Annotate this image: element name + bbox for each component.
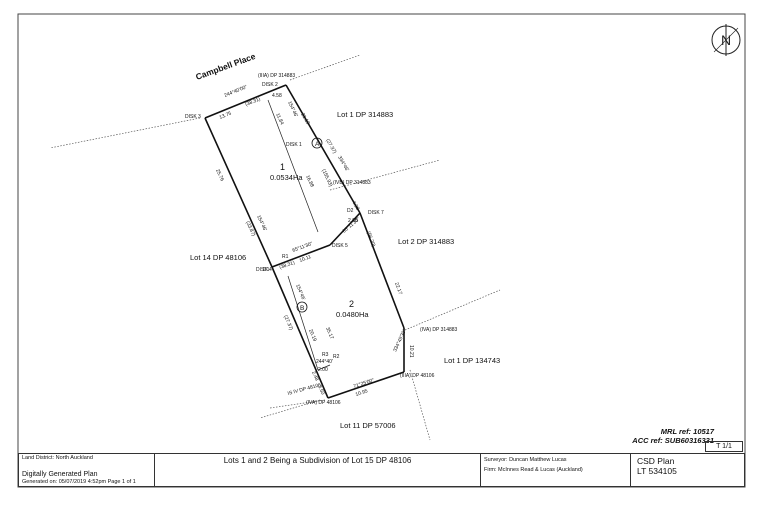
svg-text:R3: R3	[322, 352, 329, 358]
title-block: Land District: North Auckland Digitally …	[18, 453, 745, 487]
lot-2-area: 0.0480Ha	[336, 310, 369, 319]
svg-text:(27.37): (27.37)	[324, 138, 337, 155]
svg-text:10.95: 10.95	[355, 388, 369, 398]
dimension-labels: 244°40'00" 13.75 (38.31) 4.58 25.76 (33.…	[214, 84, 414, 398]
lot-boundaries	[204, 84, 405, 399]
svg-text:2.48: 2.48	[310, 370, 319, 382]
svg-text:244°40': 244°40'	[316, 359, 333, 365]
easement-marker-a: A	[311, 137, 323, 149]
neighbour-lot-11: Lot 11 DP 57006	[340, 421, 396, 430]
svg-text:B: B	[300, 305, 304, 312]
lot-2-number: 2	[349, 299, 354, 309]
svg-text:3.50: 3.50	[316, 384, 325, 396]
svg-text:25.76: 25.76	[214, 168, 225, 182]
svg-text:154°46': 154°46'	[294, 283, 306, 301]
svg-text:13.75: 13.75	[219, 111, 233, 121]
svg-text:20.19: 20.19	[307, 328, 317, 342]
svg-text:35.17: 35.17	[324, 326, 334, 340]
svg-text:2.65: 2.65	[348, 218, 358, 224]
svg-text:D1: D1	[263, 267, 270, 273]
sheet-frame	[17, 13, 746, 488]
svg-text:16.88: 16.88	[304, 174, 315, 188]
svg-text:4.58: 4.58	[272, 93, 282, 99]
svg-text:334°46': 334°46'	[336, 155, 350, 173]
svg-text:DISK 4: DISK 4	[256, 267, 272, 273]
svg-text:DISK 3: DISK 3	[185, 114, 201, 120]
acc-ref: ACC ref: SUB60316331	[632, 436, 714, 445]
title-block-left: Land District: North Auckland Digitally …	[19, 454, 155, 486]
easement-lines	[267, 99, 331, 371]
svg-text:334°45'30": 334°45'30"	[392, 328, 408, 353]
firm: Firm: McInnes Read & Lucas (Auckland)	[484, 467, 583, 473]
svg-text:IS IV DP 48106: IS IV DP 48106	[287, 382, 322, 397]
svg-text:D2: D2	[347, 208, 354, 214]
svg-text:DISK 7: DISK 7	[368, 210, 384, 216]
road-name: Campbell Place	[194, 51, 257, 82]
svg-text:10.11: 10.11	[299, 254, 313, 264]
svg-text:244°40'00": 244°40'00"	[224, 84, 249, 99]
plan-number: LT 534105	[637, 466, 677, 476]
svg-text:(33.87): (33.87)	[244, 220, 256, 237]
svg-text:11.84: 11.84	[274, 112, 285, 126]
svg-text:R2: R2	[333, 354, 340, 360]
svg-text:(38.31): (38.31)	[245, 96, 262, 108]
title-block-title: Lots 1 and 2 Being a Subdivision of Lot …	[155, 454, 481, 486]
svg-text:DISK 2: DISK 2	[262, 82, 278, 88]
plan-type: CSD Plan	[637, 456, 675, 466]
svg-text:(IIIA) DP 314883: (IIIA) DP 314883	[258, 73, 295, 79]
lot-1-area: 0.0534Ha	[270, 173, 303, 182]
easement-marker-b: B	[296, 301, 308, 313]
svg-text:(IVB) DP 314883: (IVB) DP 314883	[333, 180, 371, 186]
svg-text:DISK 5: DISK 5	[332, 243, 348, 249]
mrl-ref: MRL ref: 10517	[660, 427, 714, 436]
sheet-number: T 1/1	[705, 441, 743, 452]
surveyor: Surveyor: Duncan Matthew Lucas	[484, 457, 567, 463]
svg-text:2.00: 2.00	[318, 367, 328, 373]
neighbour-lot-1-dp134743: Lot 1 DP 134743	[444, 356, 500, 365]
svg-text:22.17: 22.17	[393, 282, 403, 296]
neighbour-lot-1-dp314883: Lot 1 DP 314883	[337, 110, 393, 119]
title-block-plan: CSD Plan LT 534105	[631, 454, 744, 486]
svg-text:4.38: 4.38	[350, 200, 360, 212]
generated-on: Generated on: 05/07/2019 4:52pm Page 1 o…	[22, 479, 136, 485]
svg-text:(IVA) DP 48106: (IVA) DP 48106	[306, 400, 341, 406]
title-block-surveyor: Surveyor: Duncan Matthew Lucas Firm: McI…	[481, 454, 631, 486]
svg-text:(IVA) DP 314883: (IVA) DP 314883	[420, 327, 458, 333]
north-arrow-icon: N	[711, 24, 741, 56]
svg-text:R1: R1	[282, 254, 289, 260]
svg-text:10.21: 10.21	[408, 345, 414, 358]
svg-text:(IIIA) DP 48106: (IIIA) DP 48106	[400, 373, 435, 379]
svg-text:154°46': 154°46'	[255, 214, 268, 232]
svg-text:DISK 1: DISK 1	[286, 142, 302, 148]
neighbour-lot-2-dp314883: Lot 2 DP 314883	[398, 237, 454, 246]
svg-text:(56.20): (56.20)	[365, 231, 376, 248]
svg-text:(155.93): (155.93)	[320, 168, 333, 188]
dashed-extension-lines	[49, 54, 501, 441]
generated-label: Digitally Generated Plan	[22, 471, 98, 478]
land-district: Land District: North Auckland	[22, 455, 93, 461]
svg-text:71°25'00": 71°25'00"	[353, 378, 375, 390]
svg-text:N: N	[721, 32, 731, 48]
svg-text:(38.31): (38.31)	[279, 260, 296, 271]
neighbour-lot-14: Lot 14 DP 48106	[190, 253, 246, 262]
svg-text:A: A	[315, 141, 320, 148]
svg-text:(27.37): (27.37)	[282, 314, 294, 331]
plan-title: Lots 1 and 2 Being a Subdivision of Lot …	[223, 456, 412, 465]
lot-1-number: 1	[280, 162, 285, 172]
reference-block: MRL ref: 10517 ACC ref: SUB60316331	[604, 427, 714, 445]
svg-text:21.10: 21.10	[299, 112, 311, 126]
